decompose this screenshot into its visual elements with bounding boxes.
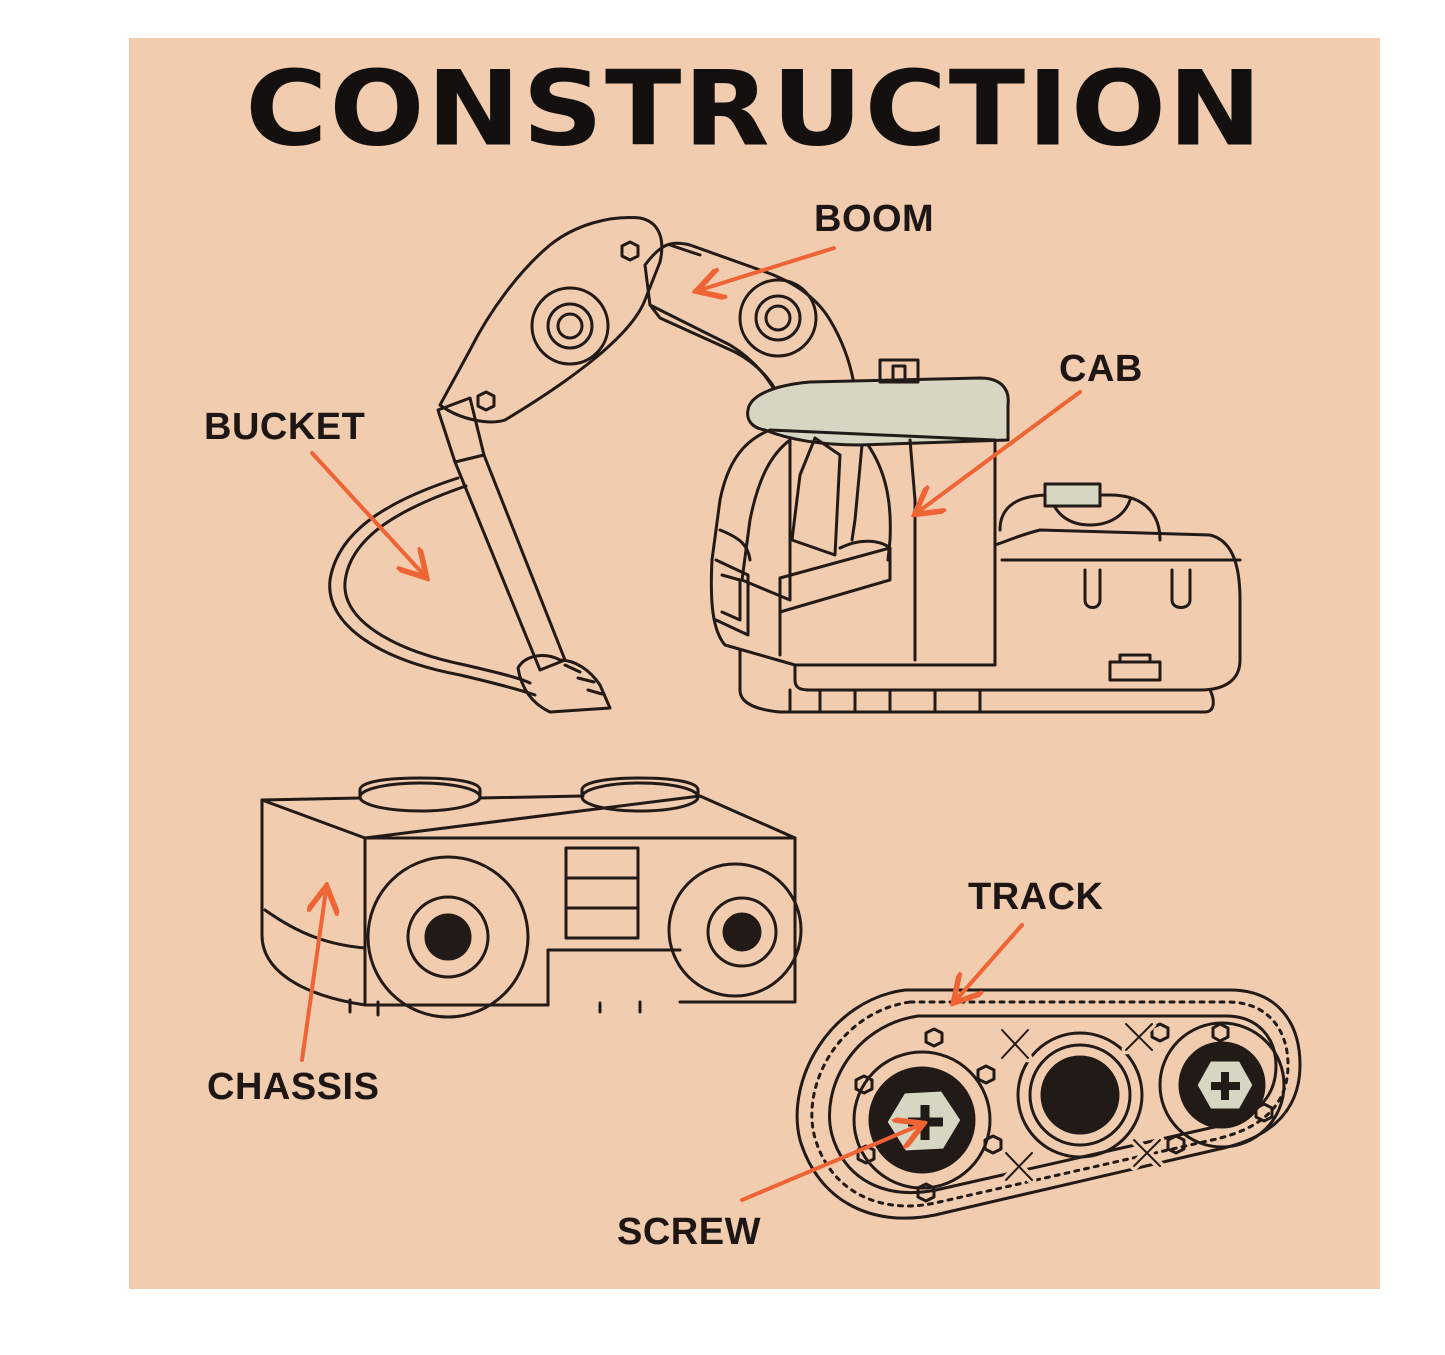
- label-boom: BOOM: [814, 198, 935, 240]
- label-arrows: [300, 246, 1082, 1202]
- undercarriage: [738, 648, 1215, 714]
- boom-arm: [438, 215, 664, 424]
- bucket-teeth: [516, 654, 612, 714]
- label-cab: CAB: [1059, 348, 1143, 390]
- engine-housing: [993, 528, 1242, 692]
- arm-joint-left: [530, 286, 610, 366]
- arrow-chassis: [300, 890, 326, 1062]
- excavator-illustration: [328, 215, 1242, 714]
- arrow-track: [956, 923, 1024, 1000]
- hub-center: [1016, 1031, 1144, 1159]
- wheel-right: [667, 862, 803, 998]
- bucket-shape: [328, 476, 537, 697]
- wheel-left: [366, 855, 530, 1019]
- track-illustration: [795, 988, 1302, 1220]
- hub-left: [852, 1050, 992, 1190]
- arm-joint-right: [738, 278, 818, 358]
- arrow-screw: [740, 1125, 920, 1202]
- cab-body: [709, 428, 997, 667]
- card-background: [129, 38, 1380, 1289]
- arrow-bucket: [310, 451, 424, 575]
- stud-left: [358, 781, 482, 813]
- arrow-cab: [918, 390, 1082, 512]
- stick-arm: [453, 453, 567, 672]
- track-outer: [795, 988, 1302, 1220]
- chassis-illustration: [260, 776, 803, 1019]
- arrow-boom: [700, 246, 836, 290]
- label-bucket: BUCKET: [204, 406, 366, 448]
- label-chassis: CHASSIS: [207, 1066, 380, 1108]
- label-screw: SCREW: [617, 1211, 761, 1253]
- page-title: CONSTRUCTION: [245, 49, 1264, 170]
- cab-canopy: [746, 376, 1010, 447]
- label-track: TRACK: [968, 876, 1104, 918]
- hub-right: [1158, 1021, 1286, 1149]
